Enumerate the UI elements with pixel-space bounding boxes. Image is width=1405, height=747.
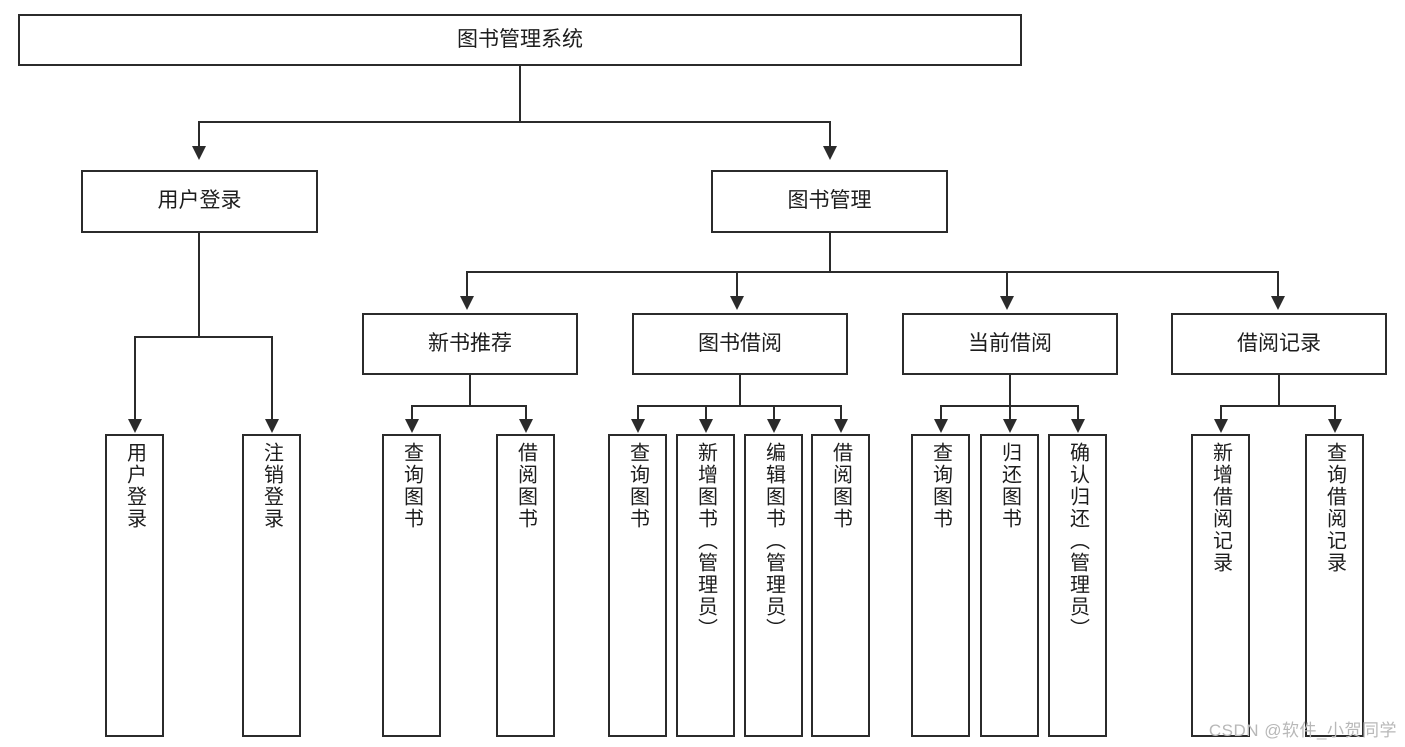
- connector-new-book-rec-stem: [469, 375, 471, 406]
- node-root[interactable]: 图书管理系统: [18, 14, 1022, 66]
- connector-borrow-record-d2: [1334, 405, 1336, 420]
- connector-book-borrow-d4: [840, 405, 842, 420]
- connector-book-borrow-bus: [637, 405, 841, 407]
- node-user-login-label: 用户登录: [157, 189, 242, 213]
- arrow-to-leaf-add-book: [699, 419, 713, 433]
- node-leaf-add-book-label: 新增图书（管理员）: [694, 442, 717, 640]
- node-leaf-query-record[interactable]: 查询借阅记录: [1305, 434, 1364, 737]
- arrow-to-leaf-add-record: [1214, 419, 1228, 433]
- node-leaf-return-book[interactable]: 归还图书: [980, 434, 1039, 737]
- node-new-book-rec[interactable]: 新书推荐: [362, 313, 578, 375]
- node-current-borrow[interactable]: 当前借阅: [902, 313, 1118, 375]
- connector-level3-drop-2: [736, 271, 738, 297]
- node-leaf-borrow-book-1-label: 借阅图书: [514, 442, 537, 530]
- arrow-to-leaf-borrow-book-2: [834, 419, 848, 433]
- connector-level3-drop-3: [1006, 271, 1008, 297]
- connector-user-login-bus: [134, 336, 272, 338]
- node-leaf-query-book-1[interactable]: 查询图书: [382, 434, 441, 737]
- arrow-to-leaf-query-book-2: [631, 419, 645, 433]
- connector-new-book-rec-d2: [525, 405, 527, 420]
- node-leaf-logout-label: 注销登录: [260, 442, 283, 530]
- arrow-to-leaf-query-book-3: [934, 419, 948, 433]
- arrow-to-leaf-logout: [265, 419, 279, 433]
- connector-borrow-record-d1: [1220, 405, 1222, 420]
- node-leaf-borrow-book-1[interactable]: 借阅图书: [496, 434, 555, 737]
- arrow-to-current-borrow: [1000, 296, 1014, 310]
- node-leaf-query-book-2[interactable]: 查询图书: [608, 434, 667, 737]
- connector-current-borrow-d2: [1009, 405, 1011, 420]
- connector-book-borrow-d2: [705, 405, 707, 420]
- arrow-to-leaf-edit-book: [767, 419, 781, 433]
- node-leaf-edit-book[interactable]: 编辑图书（管理员）: [744, 434, 803, 737]
- connector-level3-drop-1: [466, 271, 468, 297]
- connector-book-borrow-d1: [637, 405, 639, 420]
- node-leaf-logout[interactable]: 注销登录: [242, 434, 301, 737]
- node-leaf-query-book-1-label: 查询图书: [400, 442, 423, 530]
- node-book-borrow[interactable]: 图书借阅: [632, 313, 848, 375]
- arrow-to-leaf-borrow-book-1: [519, 419, 533, 433]
- node-leaf-user-login-label: 用户登录: [123, 442, 146, 530]
- arrow-to-leaf-query-record: [1328, 419, 1342, 433]
- arrow-to-new-book-rec: [460, 296, 474, 310]
- connector-current-borrow-d3: [1077, 405, 1079, 420]
- arrow-to-leaf-return-book: [1003, 419, 1017, 433]
- node-leaf-add-record-label: 新增借阅记录: [1209, 442, 1232, 574]
- arrow-to-leaf-confirm-return: [1071, 419, 1085, 433]
- arrow-to-book-manage: [823, 146, 837, 160]
- connector-level2-right-drop: [829, 121, 831, 147]
- connector-book-borrow-d3: [773, 405, 775, 420]
- node-user-login[interactable]: 用户登录: [81, 170, 318, 233]
- node-leaf-query-book-2-label: 查询图书: [626, 442, 649, 530]
- arrow-to-leaf-query-book-1: [405, 419, 419, 433]
- node-new-book-rec-label: 新书推荐: [428, 331, 512, 355]
- node-leaf-query-book-3-label: 查询图书: [929, 442, 952, 530]
- connector-book-borrow-stem: [739, 375, 741, 406]
- arrow-to-borrow-record: [1271, 296, 1285, 310]
- node-borrow-record-label: 借阅记录: [1237, 331, 1321, 355]
- node-book-borrow-label: 图书借阅: [698, 331, 782, 355]
- connector-level2-left-drop: [198, 121, 200, 147]
- node-leaf-confirm-return-label: 确认归还（管理员）: [1066, 442, 1089, 640]
- node-leaf-edit-book-label: 编辑图书（管理员）: [762, 442, 785, 640]
- node-borrow-record[interactable]: 借阅记录: [1171, 313, 1387, 375]
- connector-level3-drop-4: [1277, 271, 1279, 297]
- connector-root-stem: [519, 66, 521, 122]
- connector-user-login-stem: [198, 233, 200, 337]
- connector-new-book-rec-d1: [411, 405, 413, 420]
- csdn-watermark: CSDN @软件_小贺同学: [1208, 721, 1397, 740]
- connector-user-login-leaf2-drop: [271, 336, 273, 420]
- arrow-to-user-login: [192, 146, 206, 160]
- connector-new-book-rec-bus: [411, 405, 527, 407]
- arrow-to-leaf-user-login: [128, 419, 142, 433]
- connector-current-borrow-d1: [940, 405, 942, 420]
- node-book-manage[interactable]: 图书管理: [711, 170, 948, 233]
- node-leaf-query-book-3[interactable]: 查询图书: [911, 434, 970, 737]
- connector-user-login-leaf1-drop: [134, 336, 136, 420]
- node-leaf-borrow-book-2-label: 借阅图书: [829, 442, 852, 530]
- node-leaf-add-record[interactable]: 新增借阅记录: [1191, 434, 1250, 737]
- node-current-borrow-label: 当前借阅: [968, 331, 1052, 355]
- connector-current-borrow-stem: [1009, 375, 1011, 406]
- connector-borrow-record-bus: [1220, 405, 1336, 407]
- node-leaf-query-record-label: 查询借阅记录: [1323, 442, 1346, 574]
- connector-borrow-record-stem: [1278, 375, 1280, 406]
- connector-book-manage-stem: [829, 233, 831, 273]
- node-leaf-user-login[interactable]: 用户登录: [105, 434, 164, 737]
- connector-level2-bus: [198, 121, 831, 123]
- node-root-label: 图书管理系统: [457, 27, 583, 51]
- node-leaf-return-book-label: 归还图书: [998, 442, 1021, 530]
- node-leaf-borrow-book-2[interactable]: 借阅图书: [811, 434, 870, 737]
- connector-level3-bus: [466, 271, 1279, 273]
- node-leaf-confirm-return[interactable]: 确认归还（管理员）: [1048, 434, 1107, 737]
- node-leaf-add-book[interactable]: 新增图书（管理员）: [676, 434, 735, 737]
- node-book-manage-label: 图书管理: [787, 189, 872, 213]
- arrow-to-book-borrow: [730, 296, 744, 310]
